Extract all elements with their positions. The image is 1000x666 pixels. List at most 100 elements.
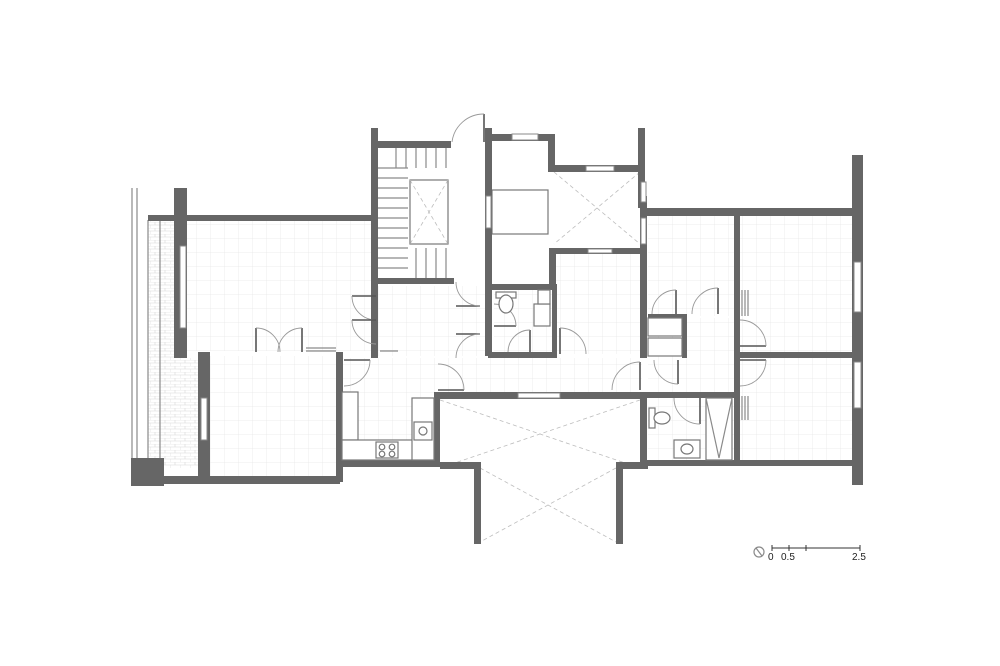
- hob-ring-2: [388, 443, 396, 451]
- wall-east-bath-west: [640, 392, 647, 466]
- wall-void-west-ret: [440, 462, 480, 469]
- wall-void-west: [474, 462, 481, 544]
- door-east-room-d: [739, 359, 767, 387]
- hob-ring-4: [388, 450, 396, 458]
- wall-east-bath-top: [640, 392, 736, 398]
- room-floor-east-upper-a: [648, 216, 734, 316]
- wall-kitchen-east: [434, 392, 440, 464]
- radiator-east: [741, 290, 749, 316]
- wc-east-bowl: [653, 411, 671, 425]
- door-bath-west-2: [507, 329, 531, 353]
- door-mid-room: [559, 327, 587, 355]
- room-floor-corridor: [378, 286, 486, 356]
- wall-stair-bottom: [378, 278, 454, 284]
- wall-east-mid: [736, 352, 854, 358]
- shower-east: [705, 397, 733, 461]
- wall-east-outer: [852, 155, 863, 485]
- door-corridor-2: [351, 319, 377, 345]
- door-hall-kitchen: [437, 363, 465, 391]
- window-mid-east-2: [640, 217, 647, 245]
- hob-ring-1: [378, 443, 386, 451]
- wall-core-notch-1: [548, 134, 555, 170]
- hob-ring-3: [378, 450, 386, 458]
- basin-east-bowl: [680, 443, 694, 455]
- void-lower-cross-2: [439, 399, 641, 469]
- cupboard-east-1: [647, 317, 683, 337]
- door-east-room-a: [651, 289, 677, 315]
- window-mid-room: [587, 248, 613, 254]
- wall-mid-room-west: [549, 248, 556, 288]
- door-east-bath: [673, 397, 701, 425]
- fixtures: [306, 289, 749, 461]
- wall-mid-east: [640, 196, 647, 358]
- scale-label-05: 0.5: [781, 552, 795, 563]
- door-hall-2: [455, 333, 481, 359]
- kitchen-counter-left: [341, 391, 359, 441]
- wall-core-east: [485, 128, 492, 356]
- window-core-east: [485, 195, 492, 229]
- stair-treads: [378, 148, 447, 278]
- stair-eye-cross-2: [409, 179, 449, 245]
- room-floors: [187, 216, 852, 478]
- windows: [179, 133, 862, 441]
- scale-label-25: 2.5: [852, 552, 866, 563]
- room-floor-west-lower: [210, 356, 336, 478]
- staircase: [378, 148, 486, 278]
- window-core-top: [511, 133, 539, 141]
- door-corridor-stair: [455, 281, 481, 307]
- wall-bath-box-east: [552, 284, 557, 358]
- wall-void-east-ret: [616, 462, 648, 469]
- room-floor-west-upper: [187, 221, 371, 351]
- window-mid-east: [640, 181, 647, 203]
- wall-east-cupboard: [682, 314, 687, 358]
- wall-bath-box-top: [488, 284, 556, 290]
- lift-box: [491, 189, 549, 235]
- north-arrow-icon: [753, 546, 765, 558]
- wall-east-bottom: [640, 460, 862, 466]
- door-east-room-c: [739, 319, 767, 347]
- balcony-lower-floor: [166, 358, 198, 468]
- door-west-room-2: [277, 327, 303, 353]
- wall-stair-west: [371, 128, 378, 358]
- wall-hall-west: [336, 352, 343, 482]
- window-void-top: [585, 165, 615, 172]
- doors: [255, 113, 767, 425]
- wall-east-partition: [734, 214, 740, 462]
- basin-west: [533, 303, 551, 327]
- wall-stair-top: [371, 141, 451, 148]
- kitchen-sink-drain: [418, 426, 428, 436]
- wall-void-east: [616, 462, 623, 544]
- shower-east-fall: [705, 397, 733, 459]
- balcony: [131, 188, 198, 486]
- wall-east-hall-top: [648, 314, 682, 318]
- voids: [439, 171, 641, 543]
- room-floor-mid-room: [556, 254, 640, 354]
- door-west-room-1: [255, 327, 281, 353]
- wall-east-top: [640, 208, 858, 216]
- void-upper-cross-2: [553, 171, 641, 245]
- scale-label-0: 0: [768, 552, 774, 563]
- door-east-room-b: [691, 287, 719, 315]
- wall-west-base: [131, 470, 151, 486]
- shelf-west: [537, 289, 551, 305]
- room-floor-hall: [342, 358, 642, 392]
- window-east-upper: [853, 261, 862, 313]
- radiator-east-2: [741, 396, 749, 420]
- radiator-hall: [306, 347, 336, 352]
- cupboard-east-2: [647, 337, 683, 357]
- wall-west-bottom: [146, 476, 340, 484]
- wall-bath-box-bottom: [488, 352, 556, 358]
- north-arrow-needle: [755, 547, 763, 557]
- door-hall-1: [343, 359, 371, 387]
- wall-west-top: [148, 215, 376, 221]
- wall-kitchen-bottom: [340, 460, 440, 467]
- window-west-lower: [200, 397, 208, 441]
- door-east-hall: [653, 359, 679, 385]
- room-floor-east-lower: [740, 358, 852, 460]
- scale-bar: 0 0.5 2.5: [753, 545, 866, 563]
- door-entry: [451, 113, 485, 143]
- door-hall-east: [611, 361, 641, 391]
- wc-west-bowl: [498, 294, 514, 314]
- window-east-lower: [853, 361, 862, 409]
